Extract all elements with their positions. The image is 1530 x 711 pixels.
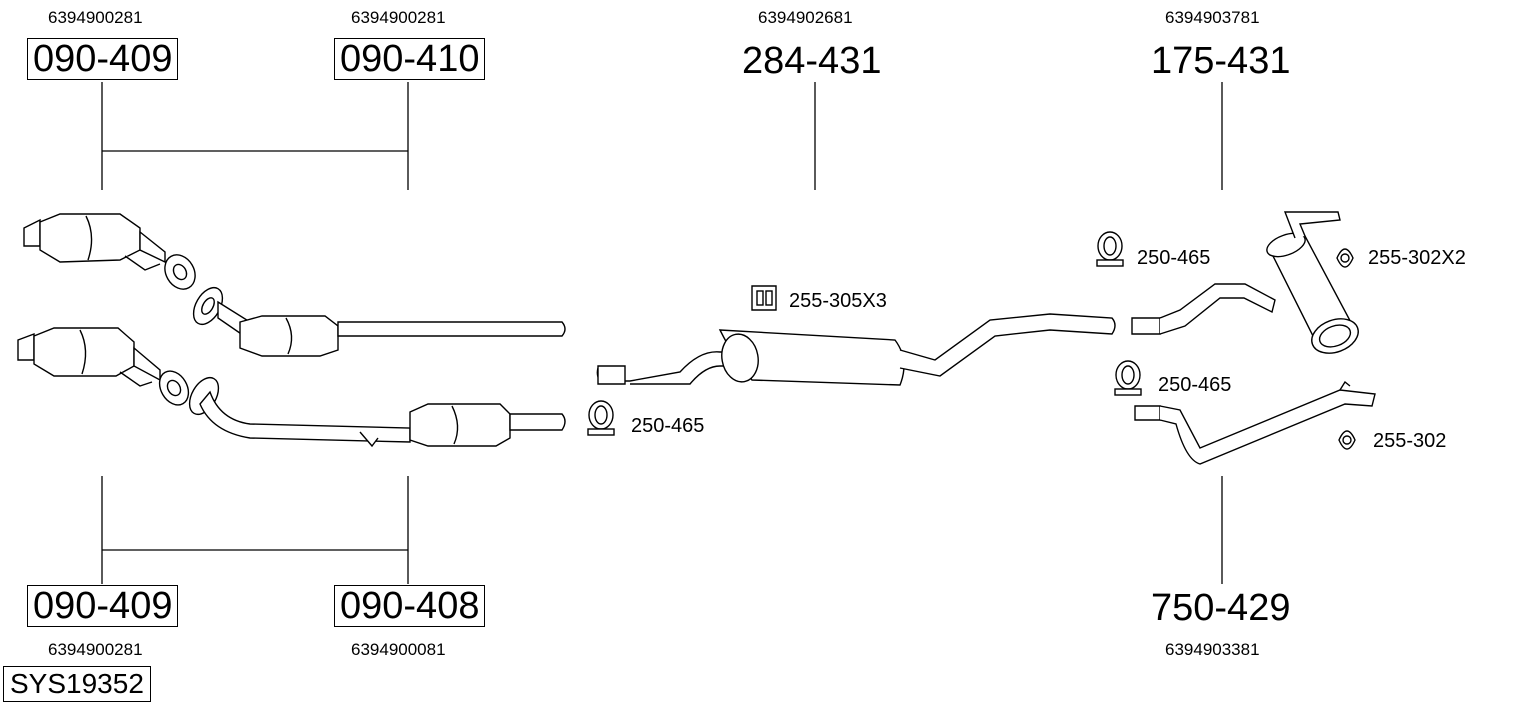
rubber-mount-icon xyxy=(1338,430,1356,450)
oem-number: 6394900281 xyxy=(351,8,446,27)
catalytic-converter-icon xyxy=(192,286,566,357)
part-code-090-410[interactable]: 090-410 xyxy=(334,38,486,80)
part-code-090-408[interactable]: 090-408 xyxy=(334,585,486,627)
system-id-badge: SYS19352 xyxy=(3,666,151,702)
rear-silencer-icon xyxy=(1131,211,1359,354)
tail-pipe-icon xyxy=(1134,380,1376,465)
accessory-label[interactable]: 255-302X2 xyxy=(1368,247,1466,269)
part-code-284-431[interactable]: 284-431 xyxy=(742,40,882,82)
part-code-090-409[interactable]: 090-409 xyxy=(27,585,179,627)
accessory-label[interactable]: 250-465 xyxy=(631,415,705,437)
accessory-label[interactable]: 255-305X3 xyxy=(789,290,887,312)
oem-number: 6394900081 xyxy=(351,640,446,659)
catalytic-converter-icon xyxy=(188,376,566,448)
part-code-090-409[interactable]: 090-409 xyxy=(27,38,179,80)
catalytic-converter-icon xyxy=(23,213,196,290)
accessory-label[interactable]: 255-302 xyxy=(1373,430,1447,452)
oem-number: 6394903381 xyxy=(1165,640,1260,659)
clamp-icon xyxy=(587,400,615,436)
catalytic-converter-icon xyxy=(17,327,190,406)
part-code-175-431[interactable]: 175-431 xyxy=(1151,40,1291,82)
oem-number: 6394903781 xyxy=(1165,8,1260,27)
part-code-750-429[interactable]: 750-429 xyxy=(1151,587,1291,629)
rubber-mount-icon xyxy=(751,285,777,311)
oem-number: 6394902681 xyxy=(758,8,853,27)
middle-silencer-icon xyxy=(596,313,1116,386)
accessory-label[interactable]: 250-465 xyxy=(1158,374,1232,396)
clamp-icon xyxy=(1096,231,1124,267)
oem-number: 6394900281 xyxy=(48,8,143,27)
clamp-icon xyxy=(1114,360,1142,396)
oem-number: 6394900281 xyxy=(48,640,143,659)
accessory-label[interactable]: 250-465 xyxy=(1137,247,1211,269)
rubber-mount-icon xyxy=(1336,248,1354,268)
